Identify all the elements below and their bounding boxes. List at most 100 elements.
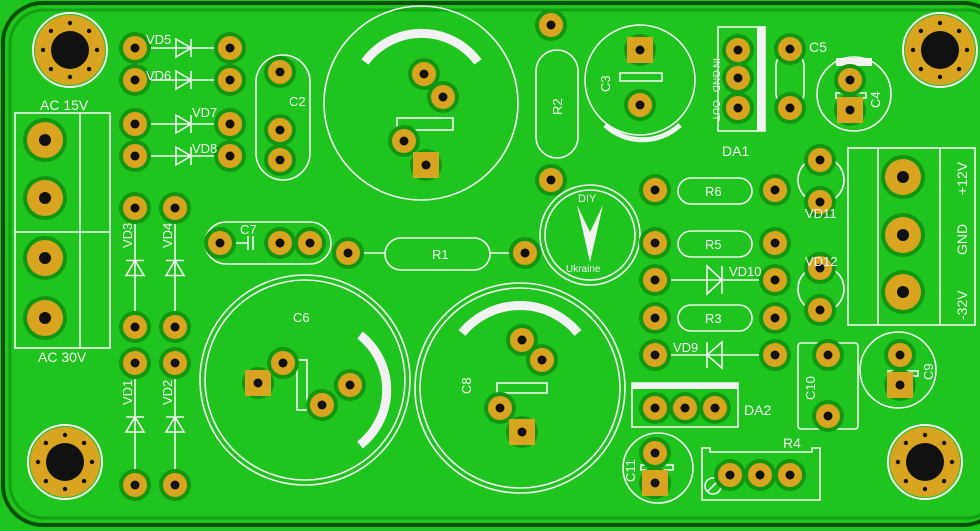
drill-hole xyxy=(225,75,235,85)
round-pad xyxy=(639,174,671,206)
label-vd6: VD6 xyxy=(146,68,171,83)
silkscreen xyxy=(14,5,976,504)
label-vd5: VD5 xyxy=(146,32,171,47)
square-pad xyxy=(639,467,671,499)
drill-hole xyxy=(770,350,780,360)
label-c7: C7 xyxy=(240,222,257,237)
drill-hole xyxy=(770,238,780,248)
round-pad xyxy=(834,64,866,96)
round-pad xyxy=(639,437,671,469)
drill-hole xyxy=(537,355,547,365)
square-pad xyxy=(242,367,274,399)
da1-in-label: IN xyxy=(710,58,721,68)
drill-hole xyxy=(650,275,660,285)
drill-hole xyxy=(650,350,660,360)
diode-symbol xyxy=(164,258,186,277)
drill-hole xyxy=(815,263,825,273)
drill-hole xyxy=(710,403,720,413)
mounting-hole xyxy=(887,424,963,500)
round-pad xyxy=(214,140,246,172)
drill-hole xyxy=(130,322,140,332)
drill-hole xyxy=(815,305,825,315)
drill-hole xyxy=(343,248,353,258)
drill-hole xyxy=(399,136,409,146)
drill-hole xyxy=(845,75,855,85)
drill-hole xyxy=(170,480,180,490)
round-pad xyxy=(759,227,791,259)
diode-symbol xyxy=(175,113,193,135)
drill-hole xyxy=(130,119,140,129)
round-pad xyxy=(159,192,191,224)
round-pad xyxy=(774,459,806,491)
round-pad xyxy=(119,192,151,224)
drill-hole xyxy=(275,155,285,165)
drill-hole xyxy=(650,448,660,458)
drill-hole xyxy=(39,134,51,146)
round-pad xyxy=(427,81,459,113)
ac-connector-outline xyxy=(14,112,111,349)
drill-hole xyxy=(785,470,795,480)
mounting-holes xyxy=(27,12,978,500)
silkscreen-labels: AC 15V AC 30V +12V GND -32V IN GND OUT D… xyxy=(38,32,970,482)
drill-hole xyxy=(650,313,660,323)
round-pad xyxy=(119,32,151,64)
label-vd10: VD10 xyxy=(729,264,762,279)
label-c9: C9 xyxy=(921,363,936,380)
output-connector-outline xyxy=(847,147,976,326)
drill-hole xyxy=(897,229,909,241)
round-pad xyxy=(23,118,67,162)
label-r6: R6 xyxy=(705,184,722,199)
diode-symbol xyxy=(164,415,186,433)
round-pad xyxy=(264,114,296,146)
drill-hole xyxy=(317,400,327,410)
round-pad xyxy=(759,339,791,371)
square-pad xyxy=(624,34,656,66)
round-pad xyxy=(759,302,791,334)
round-pad xyxy=(774,92,806,124)
round-pad xyxy=(23,296,67,340)
drill-hole xyxy=(897,286,909,298)
drill-hole xyxy=(39,312,51,324)
round-pad xyxy=(119,140,151,172)
round-pad xyxy=(388,125,420,157)
label-c4: C4 xyxy=(868,91,883,108)
label-c2: C2 xyxy=(289,94,306,109)
round-pad xyxy=(119,311,151,343)
drill-hole xyxy=(130,43,140,53)
label-c11: C11 xyxy=(623,459,638,482)
drill-hole xyxy=(815,197,825,207)
round-pad xyxy=(535,164,567,196)
drill-hole xyxy=(345,380,355,390)
drill-hole xyxy=(517,335,527,345)
drill-hole xyxy=(170,203,180,213)
round-pad xyxy=(804,186,836,218)
plus-12v-label: +12V xyxy=(954,161,970,195)
round-pad xyxy=(334,369,366,401)
round-pad xyxy=(669,392,701,424)
drill-hole xyxy=(130,151,140,161)
round-pad xyxy=(744,459,776,491)
drill-hole xyxy=(278,358,288,368)
label-c8: C8 xyxy=(459,377,474,394)
round-pad xyxy=(267,347,299,379)
drill-hole xyxy=(495,403,505,413)
round-pad xyxy=(159,347,191,379)
label-r4: R4 xyxy=(783,435,801,451)
round-pad xyxy=(159,311,191,343)
label-c10: C10 xyxy=(803,376,818,400)
drill-hole xyxy=(130,358,140,368)
round-pad xyxy=(119,469,151,501)
round-pad xyxy=(264,144,296,176)
drill-hole xyxy=(438,92,448,102)
drill-hole xyxy=(733,103,743,113)
round-pad xyxy=(408,58,440,90)
round-pad xyxy=(699,392,731,424)
drill-hole xyxy=(725,470,735,480)
drill-hole xyxy=(895,380,905,390)
drill-hole xyxy=(680,403,690,413)
drill-hole xyxy=(170,322,180,332)
drill-hole xyxy=(275,238,285,248)
drill-hole xyxy=(897,171,909,183)
